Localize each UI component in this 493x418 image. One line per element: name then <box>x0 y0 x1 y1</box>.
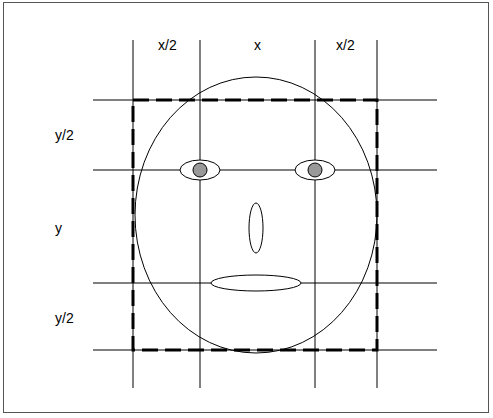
right-eye <box>295 160 335 180</box>
dimension-label: x <box>254 38 261 52</box>
frame <box>4 3 489 413</box>
dimension-label: y <box>55 221 62 235</box>
dimension-label: y/2 <box>55 311 74 325</box>
mouth <box>211 275 301 291</box>
dimension-label: y/2 <box>55 128 74 142</box>
nose <box>249 203 263 253</box>
grid-lines <box>93 40 437 388</box>
dimension-label: x/2 <box>336 38 355 52</box>
left-eye <box>180 160 220 180</box>
dimension-label: x/2 <box>158 38 177 52</box>
dashed-box <box>133 100 377 350</box>
face-outline <box>135 77 377 353</box>
